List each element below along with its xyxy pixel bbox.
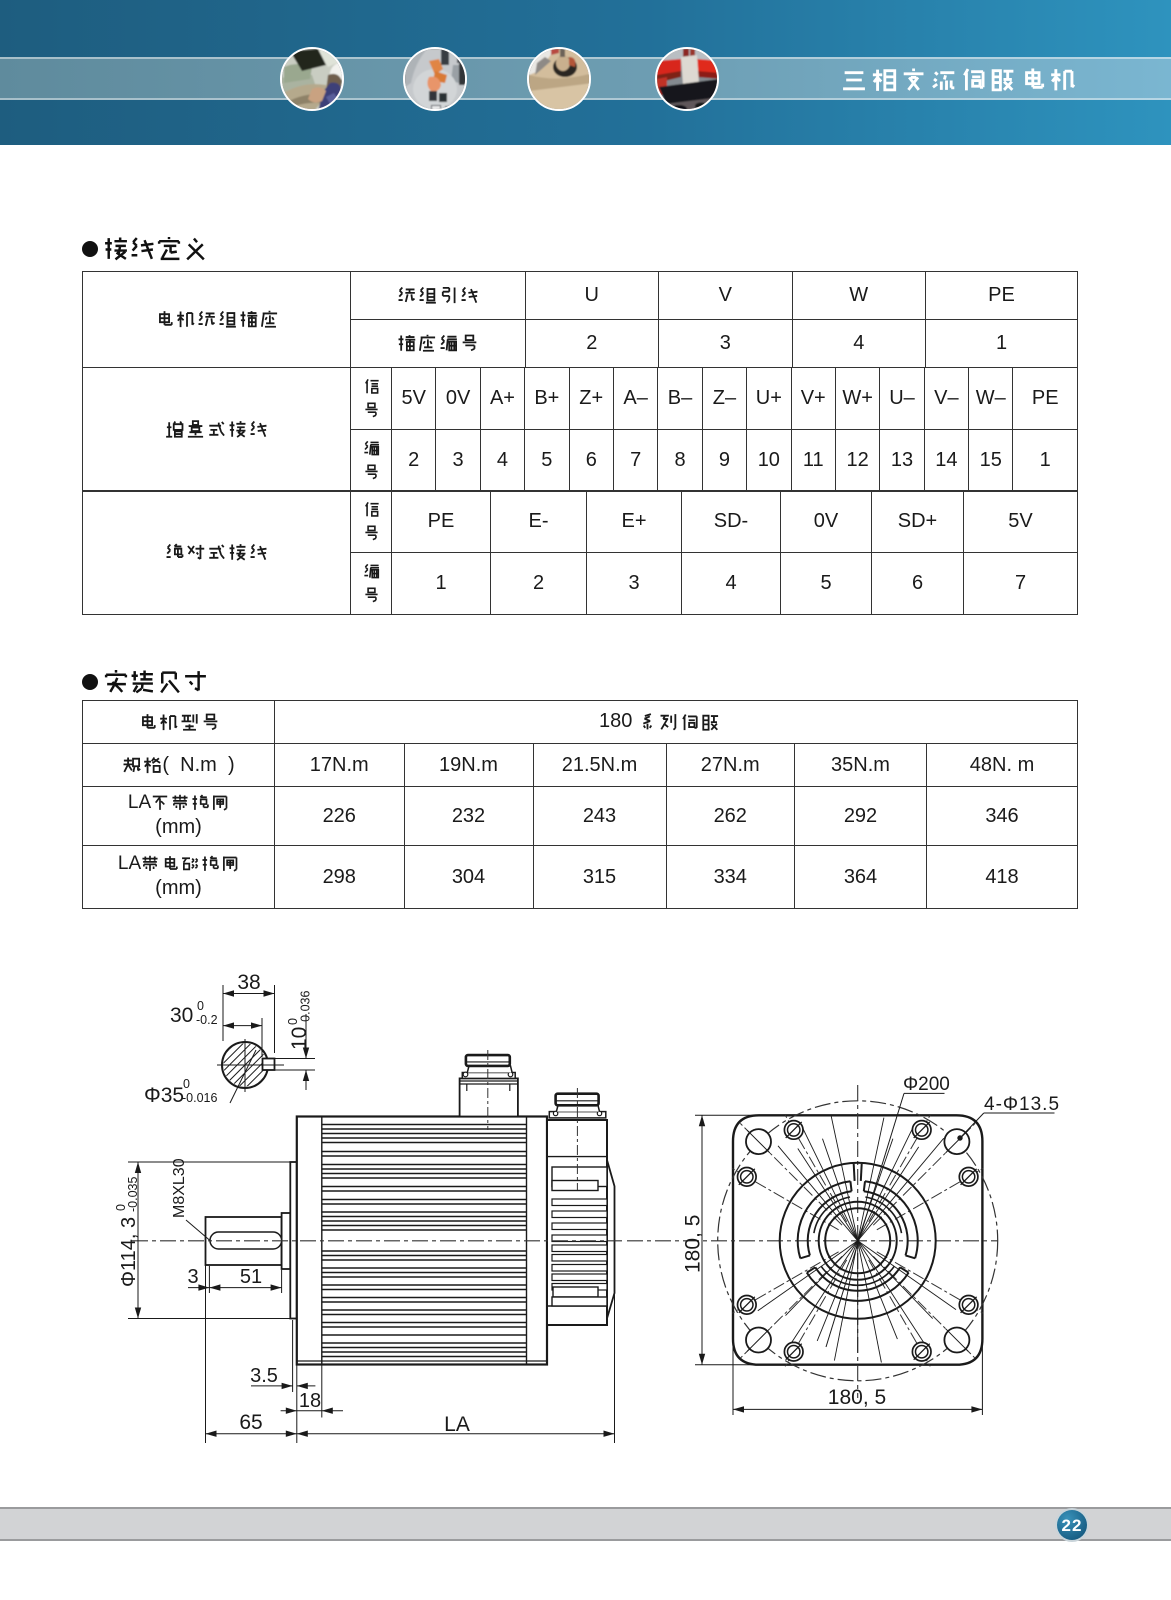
svg-text:-0.016: -0.016 (182, 1091, 217, 1105)
svg-text:10: 10 (288, 1027, 311, 1050)
svg-text:18: 18 (299, 1390, 321, 1412)
svg-text:0: 0 (114, 1204, 128, 1211)
svg-text:4-Φ13.5: 4-Φ13.5 (984, 1094, 1060, 1115)
svg-text:3: 3 (187, 1266, 198, 1288)
svg-text:-0.035: -0.035 (126, 1177, 140, 1212)
svg-text:30: 30 (170, 1004, 193, 1027)
svg-text:-0.036: -0.036 (299, 991, 313, 1026)
svg-text:0: 0 (197, 999, 204, 1013)
svg-text:LA: LA (444, 1413, 470, 1436)
svg-text:0: 0 (286, 1018, 300, 1025)
svg-text:65: 65 (239, 1411, 262, 1434)
svg-text:Φ35: Φ35 (144, 1084, 184, 1107)
svg-text:Φ200: Φ200 (903, 1074, 950, 1095)
svg-text:180, 5: 180, 5 (682, 1215, 705, 1273)
svg-text:22: 22 (1062, 1516, 1083, 1535)
svg-text:51: 51 (240, 1266, 262, 1288)
svg-text:38: 38 (237, 971, 260, 994)
svg-text:Φ114, 3: Φ114, 3 (118, 1217, 140, 1287)
svg-text:3.5: 3.5 (250, 1365, 278, 1387)
svg-text:0: 0 (183, 1077, 190, 1091)
svg-text:180, 5: 180, 5 (828, 1386, 886, 1409)
svg-text:-0.2: -0.2 (196, 1013, 218, 1027)
svg-text:M8XL30: M8XL30 (171, 1158, 188, 1218)
